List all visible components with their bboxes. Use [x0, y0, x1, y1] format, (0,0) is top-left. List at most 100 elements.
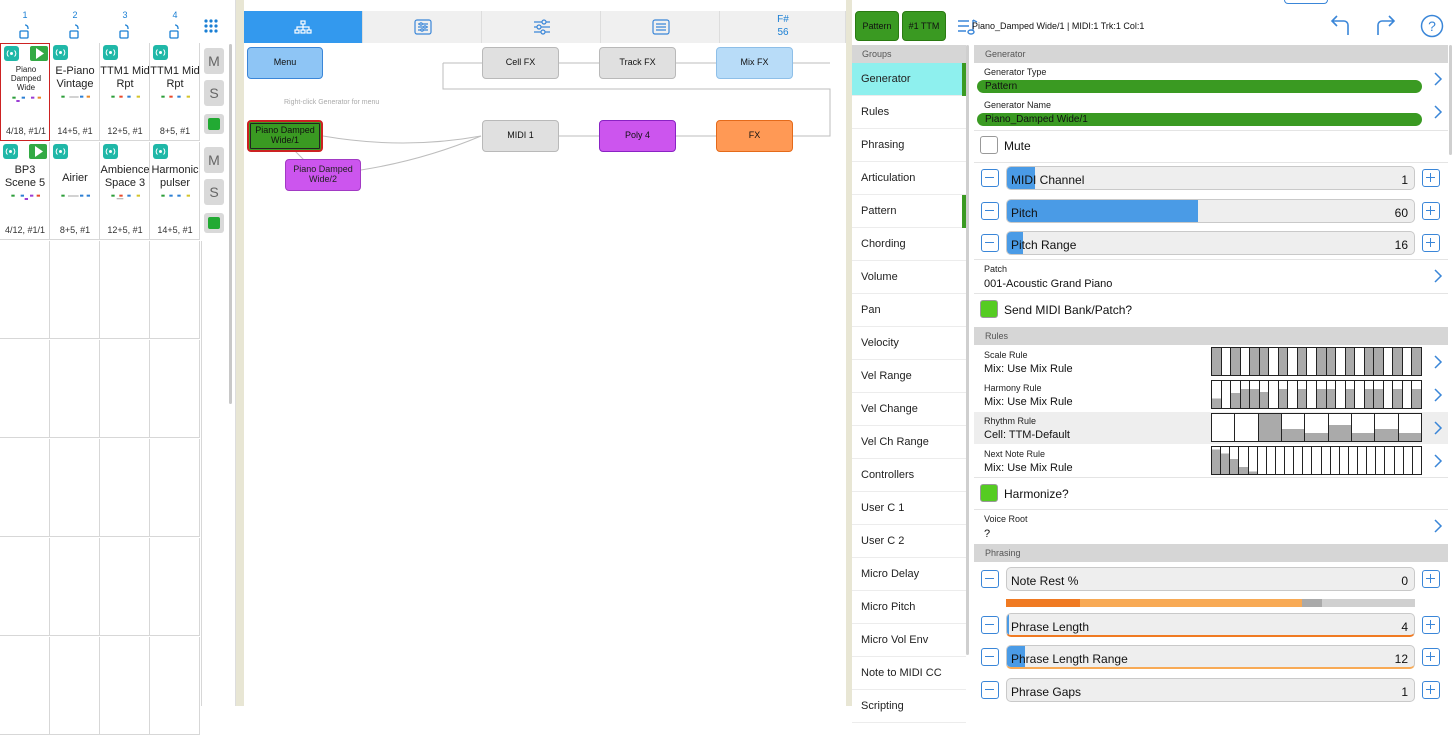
note-rest-slider[interactable]: Note Rest %0: [1006, 567, 1415, 591]
clip-cell[interactable]: Ambience Space 3 12+5, #1: [100, 142, 150, 240]
chevron-right-icon[interactable]: [1432, 70, 1444, 88]
track-fx-node[interactable]: Track FX: [599, 47, 676, 79]
empty-cell[interactable]: [150, 439, 200, 537]
empty-cell[interactable]: [50, 241, 100, 339]
empty-cell[interactable]: [50, 637, 100, 735]
clip-cell[interactable]: TTM1 Mid Rpt 12+5, #1: [100, 43, 150, 141]
empty-cell[interactable]: [0, 241, 50, 339]
empty-cell[interactable]: [150, 637, 200, 735]
note-rest-decrement[interactable]: [981, 570, 999, 588]
play-icon[interactable]: [29, 144, 47, 159]
broadcast-icon[interactable]: [3, 144, 18, 159]
patch-value[interactable]: 001-Acoustic Grand Piano: [984, 278, 1113, 290]
group-phrasing[interactable]: Phrasing: [852, 129, 966, 162]
clip-cell[interactable]: TTM1 Mid Rpt 8+5, #1: [150, 43, 200, 141]
generator-node[interactable]: Piano Damped Wide/2: [285, 159, 361, 191]
tab-routing[interactable]: [244, 11, 363, 43]
group-user-c2[interactable]: User C 2: [852, 525, 966, 558]
midi-channel-decrement[interactable]: [981, 169, 999, 187]
tab-key[interactable]: F# 56: [720, 11, 846, 43]
empty-cell[interactable]: [100, 241, 150, 339]
group-controllers[interactable]: Controllers: [852, 459, 966, 492]
tab-mixer[interactable]: [363, 11, 482, 43]
group-articulation[interactable]: Articulation: [852, 162, 966, 195]
ttm-button[interactable]: #1 TTM: [902, 11, 946, 41]
unlock-icon[interactable]: [118, 24, 132, 40]
group-micro-vol-env[interactable]: Micro Vol Env: [852, 624, 966, 657]
chevron-right-icon[interactable]: [1432, 452, 1444, 470]
group-vel-ch-range[interactable]: Vel Ch Range: [852, 426, 966, 459]
broadcast-icon[interactable]: [53, 45, 68, 60]
phrase-length-decrement[interactable]: [981, 616, 999, 634]
empty-cell[interactable]: [0, 637, 50, 735]
harmony-rule-grid[interactable]: [1211, 380, 1422, 409]
redo-icon[interactable]: [1374, 15, 1398, 37]
group-micro-pitch[interactable]: Micro Pitch: [852, 591, 966, 624]
group-rules[interactable]: Rules: [852, 96, 966, 129]
unlock-icon[interactable]: [168, 24, 182, 40]
group-scripting[interactable]: Scripting: [852, 690, 966, 723]
broadcast-icon[interactable]: [153, 144, 168, 159]
generator-name-field[interactable]: Piano_Damped Wide/1: [977, 113, 1422, 126]
chevron-right-icon[interactable]: [1432, 353, 1444, 371]
group-note-to-midi-cc[interactable]: Note to MIDI CC: [852, 657, 966, 690]
group-pan[interactable]: Pan: [852, 294, 966, 327]
play-icon[interactable]: [30, 46, 48, 61]
voice-root-value[interactable]: ?: [984, 528, 991, 540]
group-generator[interactable]: Generator: [852, 63, 966, 96]
empty-cell[interactable]: [150, 538, 200, 636]
broadcast-icon[interactable]: [103, 144, 118, 159]
clip-cell[interactable]: BP3 Scene 5 4/12, #1/1: [0, 142, 50, 240]
group-vel-range[interactable]: Vel Range: [852, 360, 966, 393]
mute-button[interactable]: M: [204, 48, 224, 74]
poly-node[interactable]: Poly 4: [599, 120, 676, 152]
clip-cell[interactable]: Piano Damped Wide 4/18, #1/1: [0, 43, 50, 141]
unlock-icon[interactable]: [68, 24, 82, 40]
group-micro-delay[interactable]: Micro Delay: [852, 558, 966, 591]
next-note-rule-grid[interactable]: [1211, 446, 1422, 475]
empty-cell[interactable]: [50, 538, 100, 636]
tab-sliders[interactable]: [482, 11, 601, 43]
phrase-length-range-increment[interactable]: [1422, 648, 1440, 666]
fx-node[interactable]: FX: [716, 120, 793, 152]
empty-cell[interactable]: [0, 340, 50, 438]
help-icon[interactable]: ?: [1420, 14, 1444, 38]
group-vel-change[interactable]: Vel Change: [852, 393, 966, 426]
broadcast-icon[interactable]: [53, 144, 68, 159]
empty-cell[interactable]: [50, 340, 100, 438]
panel-splitter[interactable]: [846, 0, 852, 706]
chevron-right-icon[interactable]: [1432, 419, 1444, 437]
generator-node[interactable]: Piano Damped Wide/1: [247, 120, 323, 152]
undo-icon[interactable]: [1328, 15, 1352, 37]
tab-list[interactable]: [601, 11, 720, 43]
phrase-length-increment[interactable]: [1422, 616, 1440, 634]
pitch-decrement[interactable]: [981, 202, 999, 220]
broadcast-icon[interactable]: [4, 46, 19, 61]
midi-node[interactable]: MIDI 1: [482, 120, 559, 152]
empty-cell[interactable]: [100, 439, 150, 537]
empty-cell[interactable]: [0, 538, 50, 636]
clip-cell[interactable]: E-Piano Vintage 14+5, #1: [50, 43, 100, 141]
group-chording[interactable]: Chording: [852, 228, 966, 261]
mute-checkbox[interactable]: [980, 136, 998, 154]
scrollbar[interactable]: [229, 44, 232, 404]
group-velocity[interactable]: Velocity: [852, 327, 966, 360]
note-rest-increment[interactable]: [1422, 570, 1440, 588]
pattern-button[interactable]: Pattern: [855, 11, 899, 41]
phrase-gaps-decrement[interactable]: [981, 681, 999, 699]
rhythm-rule-grid[interactable]: [1211, 413, 1422, 442]
pitch-range-decrement[interactable]: [981, 234, 999, 252]
mute-button[interactable]: M: [204, 147, 224, 173]
row-play-button[interactable]: [204, 213, 224, 233]
cell-fx-node[interactable]: Cell FX: [482, 47, 559, 79]
chevron-right-icon[interactable]: [1432, 103, 1444, 121]
chevron-right-icon[interactable]: [1432, 267, 1444, 285]
solo-button[interactable]: S: [204, 179, 224, 205]
group-pattern[interactable]: Pattern: [852, 195, 966, 228]
unlock-icon[interactable]: [18, 24, 32, 40]
row-play-button[interactable]: [204, 114, 224, 134]
